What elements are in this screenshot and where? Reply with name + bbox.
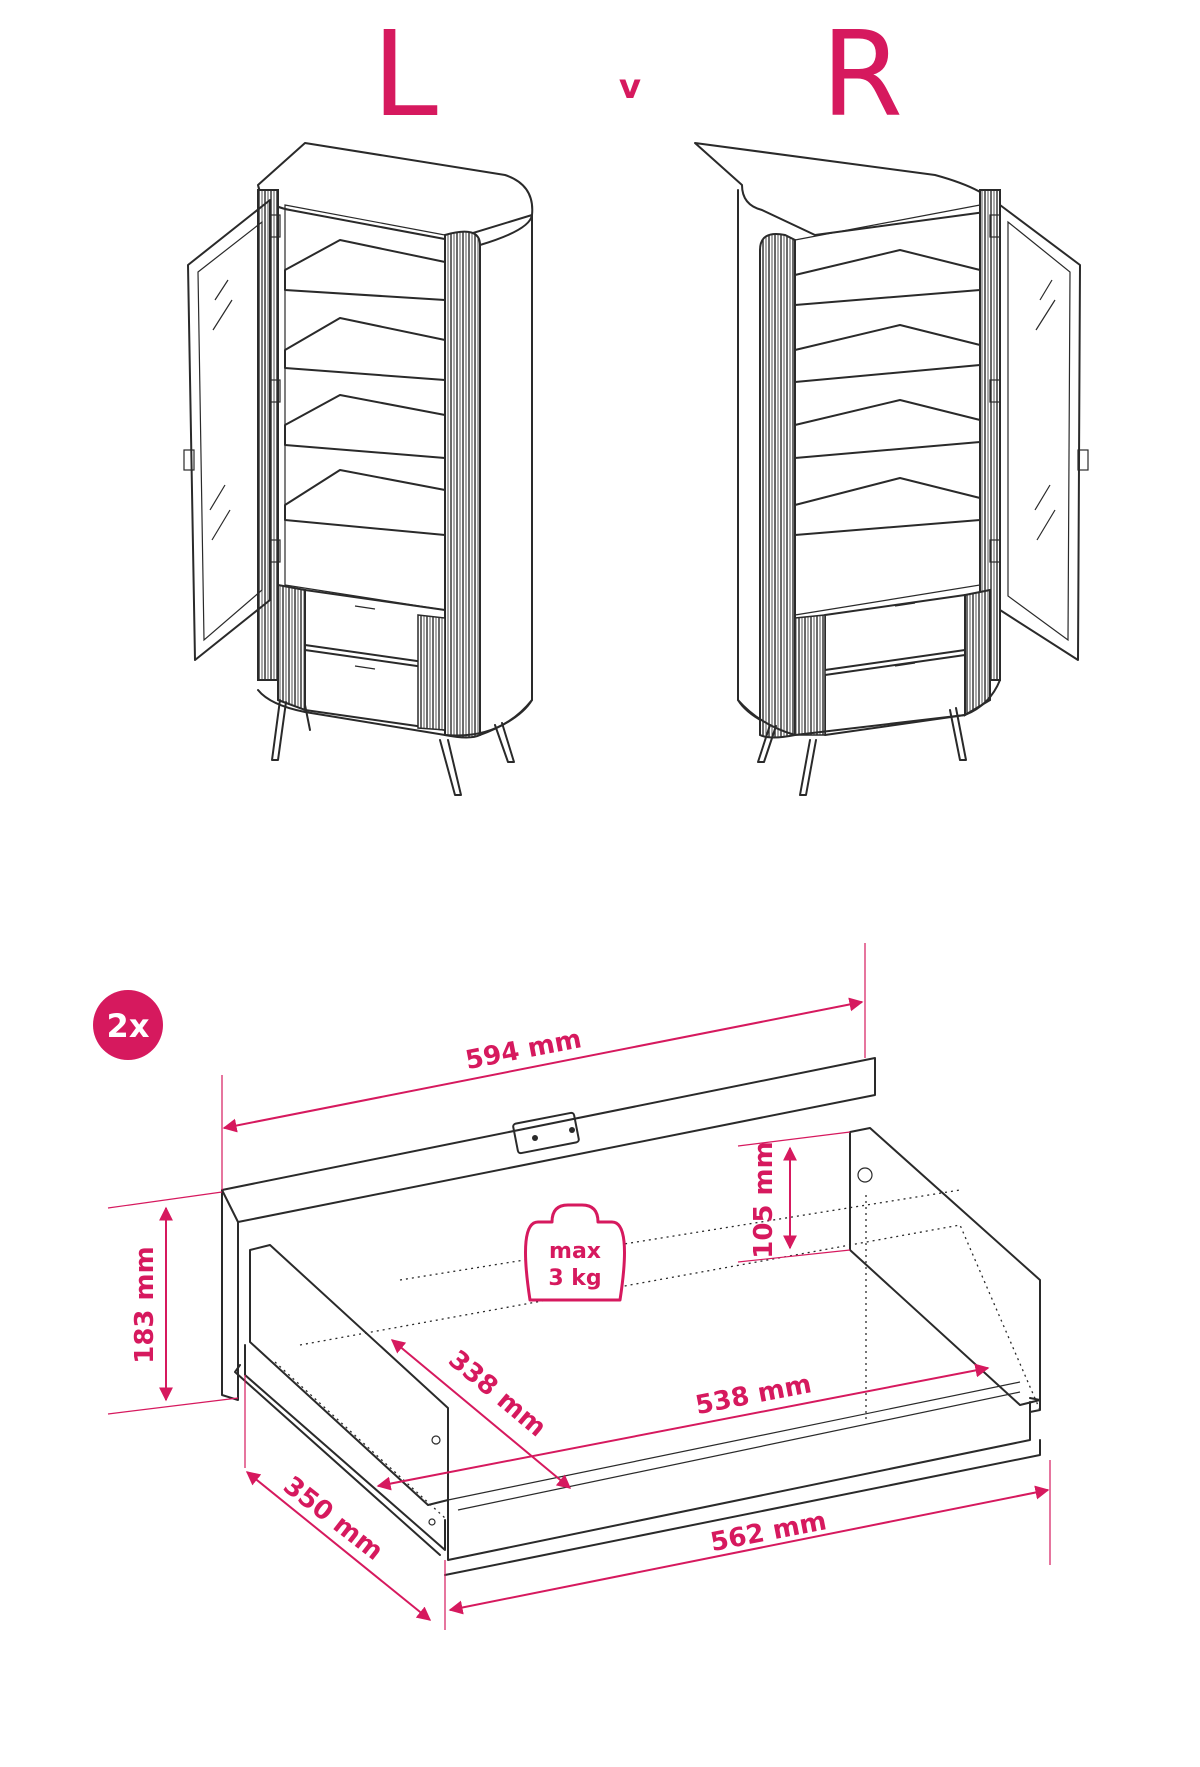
- weight-limit-icon: max 3 kg: [524, 1203, 626, 1302]
- left-variant-label: L: [372, 5, 438, 143]
- right-cabinet-illustration: [694, 142, 1089, 796]
- left-cabinet-illustration: [183, 142, 534, 796]
- right-variant-label: R: [821, 5, 903, 143]
- dimension-562: 562 mm: [708, 1506, 829, 1558]
- drawer-illustration: [221, 1057, 1041, 1576]
- dimension-105: 105 mm: [749, 1141, 779, 1259]
- weight-value-label: 3 kg: [548, 1266, 601, 1291]
- quantity-badge: 2x: [93, 990, 163, 1060]
- weight-max-label: max: [549, 1239, 601, 1264]
- variant-separator: v: [619, 67, 641, 107]
- quantity-badge-text: 2x: [107, 1007, 150, 1045]
- dimension-183: 183 mm: [130, 1246, 160, 1364]
